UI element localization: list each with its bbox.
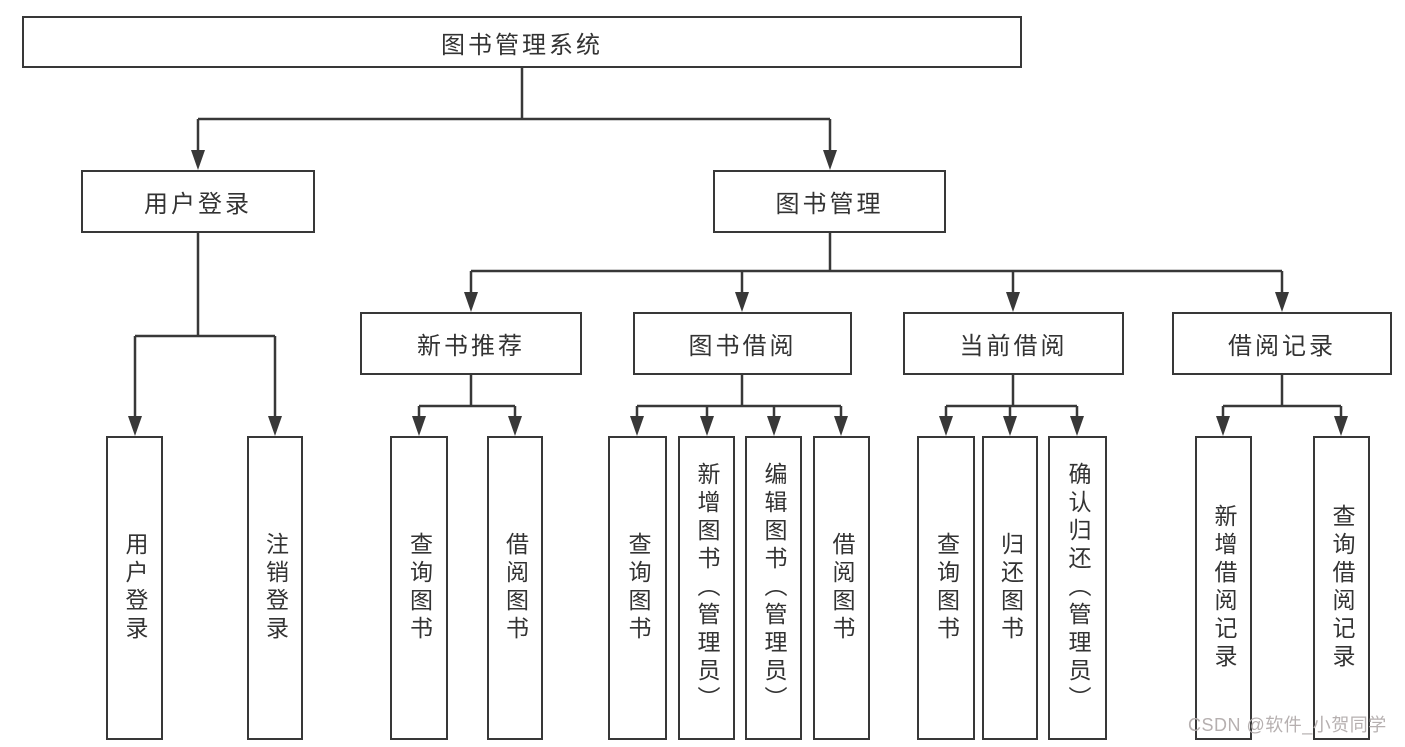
node-current-borrow-label: 当前借阅 <box>959 333 1068 360</box>
connector-records <box>1221 375 1343 418</box>
node-current-query-books: 查询图书 <box>917 436 975 740</box>
arrow-icon <box>700 416 714 436</box>
arrow-icon <box>823 150 837 170</box>
node-borrow-edit-books: 编辑图书（管理员） <box>745 436 802 740</box>
node-current-confirm-return: 确认归还（管理员） <box>1048 436 1107 740</box>
node-records-query-record: 查询借阅记录 <box>1313 436 1370 740</box>
node-login-logout: 注销登录 <box>247 436 303 740</box>
arrow-icon <box>412 416 426 436</box>
arrow-icon <box>1334 416 1348 436</box>
node-borrow-edit-books-label: 编辑图书（管理员） <box>761 462 787 714</box>
arrow-icon <box>508 416 522 436</box>
node-current-query-books-label: 查询图书 <box>933 532 960 644</box>
node-user-login-label: 用户登录 <box>144 191 252 218</box>
csdn-watermark: CSDN @软件_小贺同学 <box>1188 715 1387 735</box>
node-current-return-books-label: 归还图书 <box>997 532 1024 644</box>
node-book-borrow-label: 图书借阅 <box>688 333 797 360</box>
arrowheads <box>128 150 1348 436</box>
arrow-icon <box>191 150 205 170</box>
node-book-borrow: 图书借阅 <box>633 312 852 375</box>
connector-borrow <box>635 375 843 418</box>
node-borrow-add-books-label: 新增图书（管理员） <box>694 462 720 714</box>
node-new-book-recommend-label: 新书推荐 <box>417 333 525 360</box>
node-borrow-records: 借阅记录 <box>1172 312 1392 375</box>
node-current-return-books: 归还图书 <box>982 436 1038 740</box>
node-new-book-recommend: 新书推荐 <box>360 312 582 375</box>
node-borrow-query-books: 查询图书 <box>608 436 667 740</box>
arrow-icon <box>767 416 781 436</box>
arrow-icon <box>939 416 953 436</box>
arrow-icon <box>128 416 142 436</box>
arrow-icon <box>834 416 848 436</box>
node-root-label: 图书管理系统 <box>441 31 603 59</box>
node-recommend-borrow-books: 借阅图书 <box>487 436 543 740</box>
node-records-add-record-label: 新增借阅记录 <box>1211 504 1237 672</box>
node-login-user-label: 用户登录 <box>122 532 148 644</box>
node-root: 图书管理系统 <box>22 16 1022 68</box>
node-current-borrow: 当前借阅 <box>903 312 1124 375</box>
connector-root <box>196 68 832 152</box>
arrow-icon <box>1070 416 1084 436</box>
node-recommend-query-books-label: 查询图书 <box>406 532 433 644</box>
node-login-user: 用户登录 <box>106 436 163 740</box>
node-recommend-query-books: 查询图书 <box>390 436 448 740</box>
node-book-management-label: 图书管理 <box>775 191 884 218</box>
arrow-icon <box>1216 416 1230 436</box>
node-borrow-borrow-books-label: 借阅图书 <box>829 532 855 644</box>
node-borrow-query-books-label: 查询图书 <box>625 532 651 644</box>
arrow-icon <box>464 292 478 312</box>
arrow-icon <box>268 416 282 436</box>
arrow-icon <box>1006 292 1020 312</box>
node-recommend-borrow-books-label: 借阅图书 <box>502 532 529 644</box>
node-records-add-record: 新增借阅记录 <box>1195 436 1252 740</box>
node-login-logout-label: 注销登录 <box>262 532 289 644</box>
arrow-icon <box>735 292 749 312</box>
node-user-login: 用户登录 <box>81 170 315 233</box>
arrow-icon <box>1003 416 1017 436</box>
node-book-management: 图书管理 <box>713 170 946 233</box>
connector-recommend <box>417 375 517 418</box>
node-current-confirm-return-label: 确认归还（管理员） <box>1065 462 1091 714</box>
connector-current <box>944 375 1079 418</box>
arrow-icon <box>630 416 644 436</box>
node-borrow-borrow-books: 借阅图书 <box>813 436 870 740</box>
node-borrow-add-books: 新增图书（管理员） <box>678 436 735 740</box>
connector-book-mgmt <box>469 233 1284 294</box>
node-records-query-record-label: 查询借阅记录 <box>1329 504 1355 672</box>
node-borrow-records-label: 借阅记录 <box>1228 333 1336 360</box>
arrow-icon <box>1275 292 1289 312</box>
connector-user-login <box>133 233 277 418</box>
